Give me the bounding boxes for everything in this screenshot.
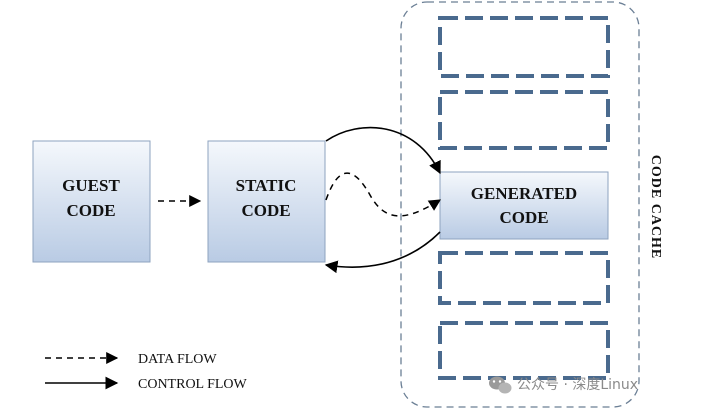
cache-slot-4: [438, 321, 610, 380]
generated-code-label-line1: GENERATED: [471, 184, 577, 203]
control-flow-arrow-static-to-generated: [325, 126, 441, 175]
guest-code-box: GUEST CODE: [32, 140, 151, 263]
cache-slot-3: [438, 251, 610, 305]
control-flow-arrow-generated-to-static: [324, 231, 441, 274]
static-code-label-line2: CODE: [241, 201, 290, 220]
watermark-text: 公众号 · 深度Linux: [517, 377, 638, 393]
wechat-icon: [489, 376, 512, 394]
cache-slot-2: [438, 90, 610, 150]
legend-data-flow-label: DATA FLOW: [138, 352, 217, 367]
legend: DATA FLOW CONTROL FLOW: [45, 352, 248, 392]
watermark: 公众号 · 深度Linux: [489, 376, 638, 394]
code-cache-container: [400, 1, 640, 408]
code-cache-label: CODE CACHE: [648, 155, 663, 260]
generated-code-label-line2: CODE: [499, 208, 548, 227]
cache-slot-1: [438, 16, 610, 78]
static-code-label-line1: STATIC: [236, 176, 297, 195]
guest-code-label-line2: CODE: [66, 201, 115, 220]
legend-control-flow-label: CONTROL FLOW: [138, 377, 248, 392]
generated-code-box: GENERATED CODE: [439, 171, 609, 240]
static-code-box: STATIC CODE: [207, 140, 326, 263]
data-flow-arrow-static-to-generated: [325, 172, 442, 217]
guest-code-label-line1: GUEST: [62, 176, 120, 195]
